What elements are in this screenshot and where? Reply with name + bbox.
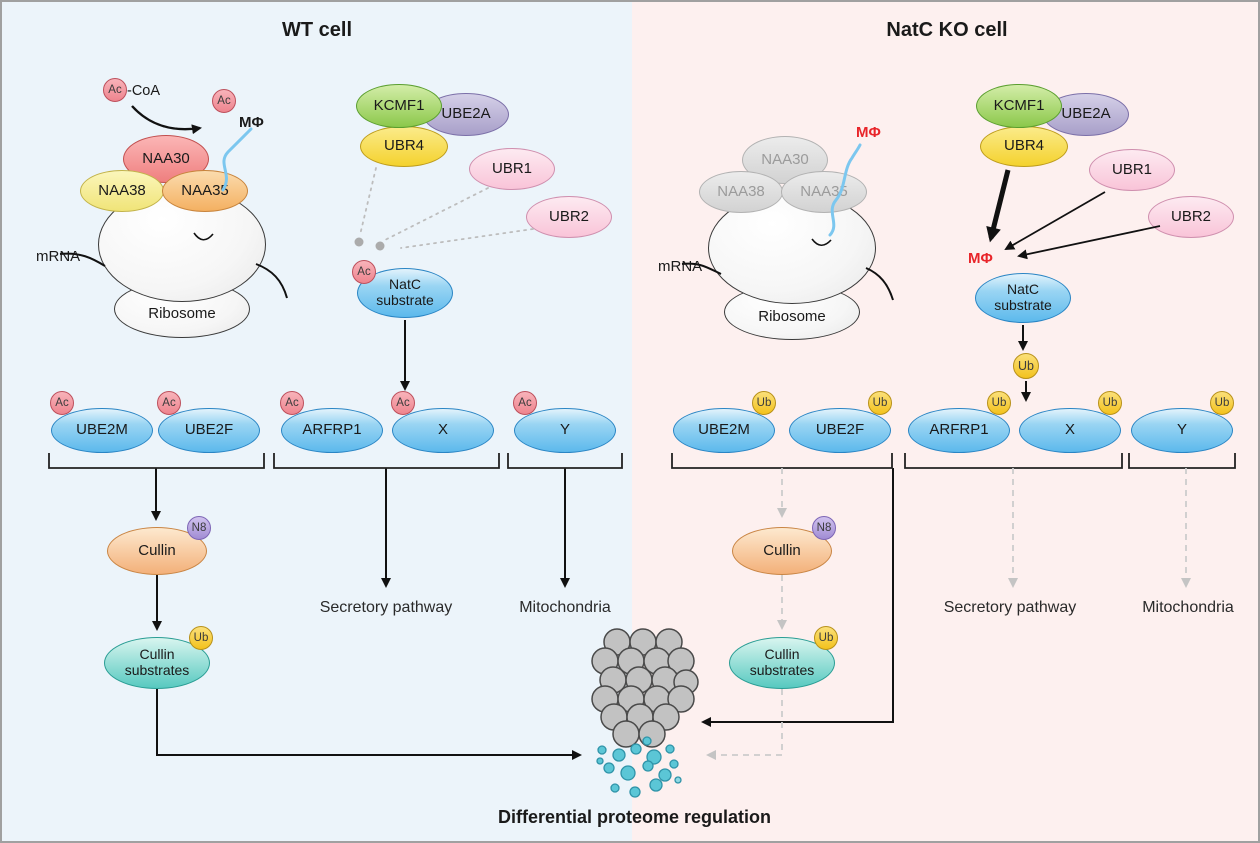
naa35-wt: NAA35 bbox=[162, 170, 248, 212]
wt-panel-title: WT cell bbox=[281, 19, 352, 41]
substrate-y-wt: Y bbox=[514, 408, 616, 453]
kcmf1-ko: KCMF1 bbox=[976, 84, 1062, 128]
ub-badge-arfrp1-ko: Ub bbox=[987, 391, 1011, 415]
ribosome-label-ko: Ribosome bbox=[758, 308, 826, 325]
ub-badge-x-ko: Ub bbox=[1098, 391, 1122, 415]
naa38-ko: NAA38 bbox=[699, 171, 783, 213]
mrna-label-wt: mRNA bbox=[36, 248, 81, 265]
ub-badge-ube2f-ko: Ub bbox=[868, 391, 892, 415]
substrate-arfrp1-ko: ARFRP1 bbox=[908, 408, 1010, 453]
substrate-y-ko: Y bbox=[1131, 408, 1233, 453]
ac-badge-y-wt: Ac bbox=[513, 391, 537, 415]
substrate-ube2f-ko: UBE2F bbox=[789, 408, 891, 453]
substrate-ube2m-ko: UBE2M bbox=[673, 408, 775, 453]
mphi-label-substrate-ko: MΦ bbox=[968, 250, 993, 267]
ubr2-ko: UBR2 bbox=[1148, 196, 1234, 238]
natc-substrate-ko: NatC substrate bbox=[975, 273, 1071, 323]
ac-badge-arfrp1-wt: Ac bbox=[280, 391, 304, 415]
ub-badge-natc-substrate-ko: Ub bbox=[1013, 353, 1039, 379]
ko-panel-title: NatC KO cell bbox=[886, 19, 1008, 41]
ub-badge-ube2m-ko: Ub bbox=[752, 391, 776, 415]
secretory-pathway-label-wt: Secretory pathway bbox=[319, 599, 453, 616]
ubr4-wt: UBR4 bbox=[360, 126, 448, 167]
n8-badge-wt: N8 bbox=[187, 516, 211, 540]
ac-coa-badge: Ac bbox=[103, 78, 127, 102]
ub-badge-cullin-ko: Ub bbox=[814, 626, 838, 650]
mphi-label-wt: MΦ bbox=[239, 114, 264, 131]
ub-badge-cullin-wt: Ub bbox=[189, 626, 213, 650]
free-ac-badge: Ac bbox=[212, 89, 236, 113]
substrate-arfrp1-wt: ARFRP1 bbox=[281, 408, 383, 453]
substrate-x-wt: X bbox=[392, 408, 494, 453]
ribosome-label-wt: Ribosome bbox=[148, 305, 216, 322]
natc-substrate-ac-badge-wt: Ac bbox=[352, 260, 376, 284]
naa35-ko: NAA35 bbox=[781, 171, 867, 213]
ubr4-ko: UBR4 bbox=[980, 126, 1068, 167]
substrate-ube2m-wt: UBE2M bbox=[51, 408, 153, 453]
mitochondria-label-wt: Mitochondria bbox=[519, 599, 611, 616]
mphi-label-nascent-ko: MΦ bbox=[856, 124, 881, 141]
naa38-wt: NAA38 bbox=[80, 170, 164, 212]
ac-badge-ube2m-wt: Ac bbox=[50, 391, 74, 415]
substrate-x-ko: X bbox=[1019, 408, 1121, 453]
ubr2-wt: UBR2 bbox=[526, 196, 612, 238]
ac-badge-x-wt: Ac bbox=[391, 391, 415, 415]
ubr1-wt: UBR1 bbox=[469, 148, 555, 190]
ac-badge-ube2f-wt: Ac bbox=[157, 391, 181, 415]
kcmf1-wt: KCMF1 bbox=[356, 84, 442, 128]
ub-badge-y-ko: Ub bbox=[1210, 391, 1234, 415]
bottom-title: Differential proteome regulation bbox=[497, 807, 772, 827]
mrna-label-ko: mRNA bbox=[658, 258, 703, 275]
ubr1-ko: UBR1 bbox=[1089, 149, 1175, 191]
secretory-pathway-label-ko: Secretory pathway bbox=[943, 599, 1077, 616]
n8-badge-ko: N8 bbox=[812, 516, 836, 540]
cullin-substrates-wt: Cullin substrates bbox=[104, 637, 210, 689]
coa-label: -CoA bbox=[127, 83, 161, 99]
mitochondria-label-ko: Mitochondria bbox=[1142, 599, 1234, 616]
substrate-ube2f-wt: UBE2F bbox=[158, 408, 260, 453]
